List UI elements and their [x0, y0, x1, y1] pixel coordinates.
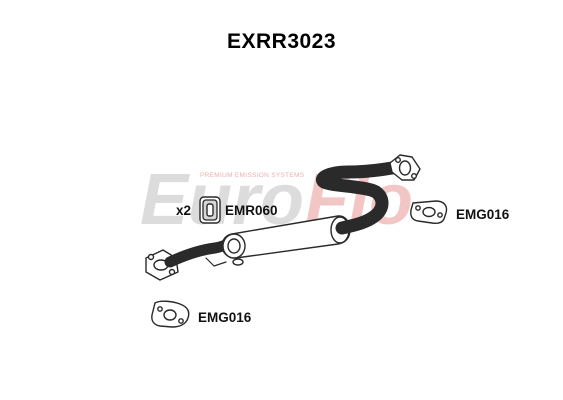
hanger-code-label: EMR060: [225, 203, 278, 218]
gasket-left-code-label: EMG016: [198, 310, 252, 325]
gasket-right: [410, 200, 448, 225]
gasket-left: [151, 300, 190, 328]
part-number-title: EXRR3023: [226, 30, 337, 53]
hanger-rubber: [199, 196, 221, 224]
rear-flange: [389, 154, 421, 181]
watermark-tagline: PREMIUM EMISSION SYSTEMS: [200, 172, 305, 179]
gasket-right-code-label: EMG016: [456, 207, 510, 222]
hanger-qty-label: x2: [176, 203, 192, 218]
